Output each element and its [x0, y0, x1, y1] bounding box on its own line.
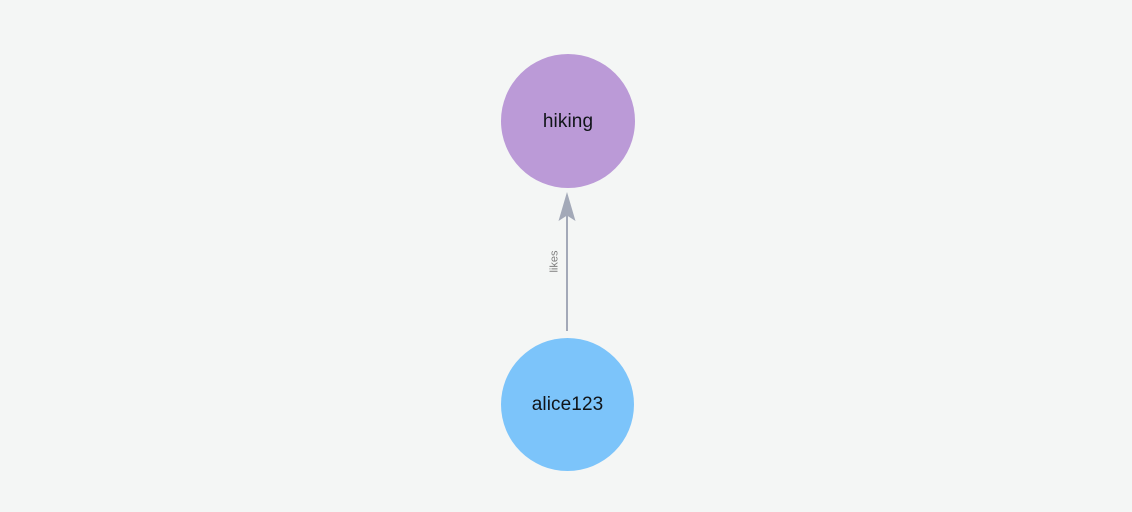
graph-node-alice123[interactable]: alice123 — [501, 338, 634, 471]
node-label: alice123 — [531, 394, 604, 415]
arrowhead-icon — [558, 192, 576, 221]
edge-label-likes: likes — [548, 250, 561, 273]
node-label: hiking — [542, 110, 594, 132]
edge-likes[interactable] — [558, 192, 576, 331]
graph-node-hiking[interactable]: hiking — [501, 54, 635, 188]
